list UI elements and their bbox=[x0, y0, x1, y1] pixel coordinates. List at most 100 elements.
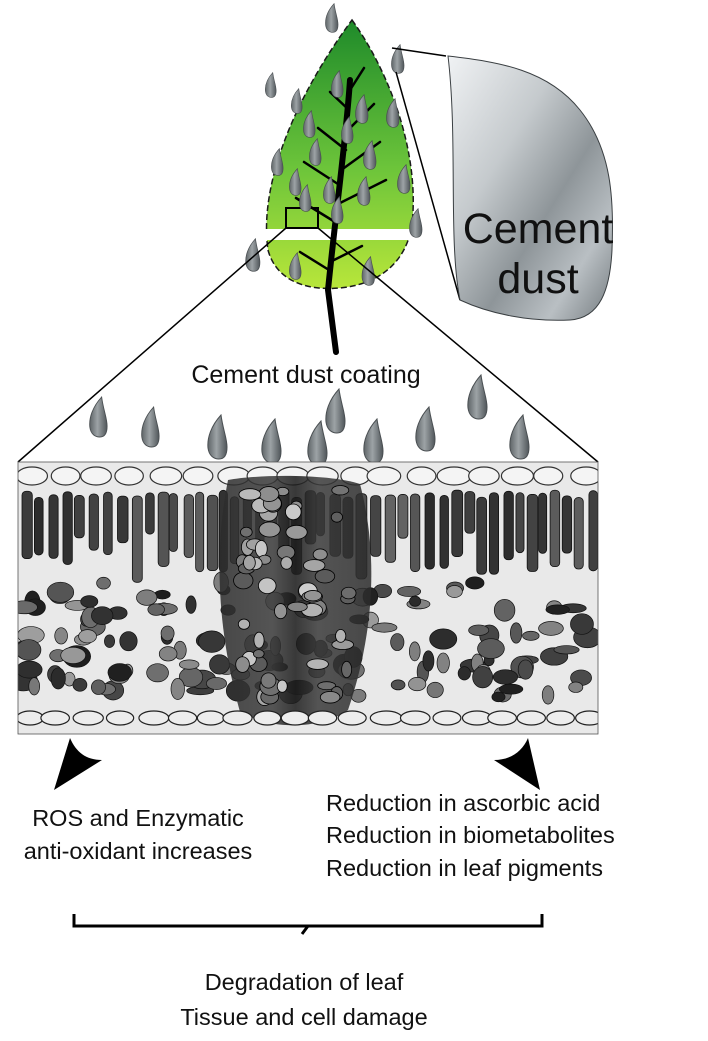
mesophyll-cell bbox=[107, 663, 132, 682]
coating-label: Cement dust coating bbox=[191, 361, 420, 389]
mesophyll-cell bbox=[472, 666, 494, 689]
dust-drop-icon bbox=[89, 396, 108, 438]
bundle-cell bbox=[331, 485, 350, 496]
epidermis-cell bbox=[432, 710, 462, 726]
mesophyll-cell bbox=[18, 600, 38, 615]
palisade-cell bbox=[451, 489, 464, 557]
mesophyll-cell bbox=[436, 652, 450, 674]
dust-drop-icon bbox=[325, 3, 339, 33]
epidermis-cell bbox=[487, 710, 518, 726]
mesophyll-cell bbox=[538, 621, 564, 636]
epidermis-cell bbox=[280, 710, 310, 726]
palisade-cell bbox=[503, 490, 514, 561]
bundle-cell bbox=[258, 521, 281, 538]
mesophyll-cell bbox=[468, 624, 490, 636]
mesophyll-cell bbox=[422, 650, 435, 672]
bundle-cell bbox=[276, 679, 288, 693]
right-effect-line1: Reduction in ascorbic acid bbox=[326, 790, 600, 816]
palisade-cell bbox=[157, 491, 170, 567]
mesophyll-cell bbox=[492, 669, 518, 685]
bundle-cell bbox=[237, 618, 251, 630]
spongy-mesophyll bbox=[18, 571, 598, 705]
mesophyll-cell bbox=[170, 678, 185, 700]
mesophyll-cell bbox=[54, 627, 68, 645]
summary-bracket bbox=[72, 914, 544, 935]
mesophyll-cell bbox=[409, 641, 421, 662]
mesophyll-cell bbox=[18, 660, 43, 679]
epidermis-cell bbox=[533, 466, 564, 486]
mesophyll-cell bbox=[90, 679, 106, 695]
bundle-cell bbox=[340, 586, 357, 600]
bundle-cell bbox=[335, 629, 347, 643]
mesophyll-cell bbox=[185, 595, 197, 614]
right-effect-line3: Reduction in leaf pigments bbox=[326, 855, 603, 881]
palisade-cell bbox=[131, 495, 143, 583]
mesophyll-cell bbox=[491, 691, 506, 703]
palisade-cell bbox=[195, 491, 205, 573]
bundle-cell bbox=[303, 559, 326, 572]
vascular-bundle-cells bbox=[233, 485, 357, 706]
epidermis-cell bbox=[546, 710, 575, 726]
mesophyll-cell bbox=[78, 629, 97, 644]
palisade-cell bbox=[464, 491, 476, 534]
dust-drop-icon bbox=[509, 414, 530, 460]
mesophyll-cell bbox=[510, 622, 523, 644]
palisade-cell bbox=[88, 493, 99, 551]
palisade-cell bbox=[370, 495, 382, 557]
mesophyll-cell bbox=[60, 646, 87, 664]
epidermis-cell bbox=[307, 710, 338, 726]
mesophyll-cell bbox=[457, 666, 471, 681]
bundle-cell bbox=[303, 590, 323, 602]
outcome-line2: Tissue and cell damage bbox=[180, 1004, 427, 1030]
cement-dust-label-line1: Cement bbox=[463, 205, 614, 253]
bundle-cell bbox=[317, 681, 337, 691]
palisade-cell bbox=[48, 494, 59, 559]
cement-dust-label-line2: dust bbox=[497, 255, 578, 303]
leaf-cross-section bbox=[18, 462, 598, 734]
epidermis-cell bbox=[575, 710, 598, 726]
palisade-cell bbox=[488, 492, 500, 575]
mesophyll-cell bbox=[96, 576, 111, 590]
mesophyll-cell bbox=[72, 678, 88, 692]
epidermis-cell bbox=[182, 466, 214, 486]
palisade-cell bbox=[526, 494, 539, 572]
mesophyll-cell bbox=[371, 622, 398, 633]
mesophyll-cell bbox=[119, 631, 138, 652]
bundle-cell bbox=[341, 660, 353, 679]
dust-drop-icon bbox=[207, 414, 228, 460]
mesophyll-cell bbox=[446, 585, 463, 598]
palisade-cell bbox=[183, 494, 194, 558]
dust-drop-icon bbox=[467, 374, 488, 420]
mesophyll-cell bbox=[390, 633, 405, 651]
leaf-white-band bbox=[262, 229, 422, 240]
lower-epidermis bbox=[18, 710, 598, 726]
epidermis-cell bbox=[167, 710, 198, 726]
bundle-cell bbox=[243, 554, 256, 571]
palisade-cell bbox=[538, 492, 548, 554]
palisade-cell bbox=[588, 490, 598, 572]
bundle-cell bbox=[285, 503, 302, 521]
epidermis-cell bbox=[72, 710, 104, 726]
mesophyll-cell bbox=[146, 663, 169, 683]
mesophyll-cell bbox=[545, 604, 570, 615]
mesophyll-cell bbox=[493, 598, 516, 622]
mesophyll-cell bbox=[104, 634, 115, 648]
mesophyll-cell bbox=[465, 576, 485, 590]
bundle-cell bbox=[287, 601, 308, 612]
epidermis-cell bbox=[40, 710, 71, 726]
epidermis-cell bbox=[461, 710, 493, 726]
palisade-cell bbox=[145, 492, 155, 535]
epidermis-cell bbox=[399, 710, 431, 726]
palisade-cell bbox=[439, 495, 449, 569]
mesophyll-cell bbox=[570, 613, 594, 635]
mesophyll-cell bbox=[477, 638, 505, 659]
palisade-cell bbox=[384, 494, 397, 563]
bundle-cell bbox=[254, 540, 268, 558]
mesophyll-cell bbox=[158, 646, 178, 662]
palisade-cell bbox=[103, 491, 113, 556]
bundle-cell bbox=[235, 656, 250, 673]
dust-drop-icon bbox=[261, 418, 282, 464]
bundle-cell bbox=[306, 658, 329, 670]
cement-dust-rock bbox=[447, 55, 614, 321]
epidermis-cell bbox=[80, 466, 112, 486]
